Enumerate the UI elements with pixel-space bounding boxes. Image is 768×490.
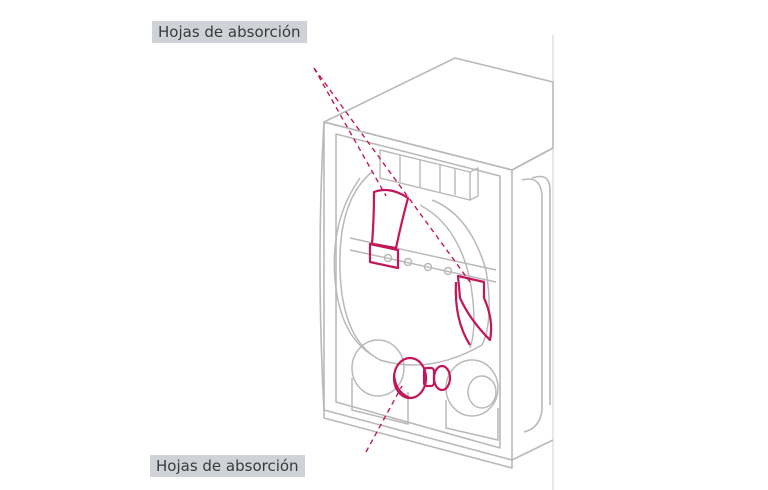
absorption-sheets-highlight [368,188,493,400]
top-vent-box [379,149,479,201]
label-absorption-sheets-top: Hojas de absorción [152,21,307,43]
rollers [351,339,499,441]
pointer-lines [313,67,471,453]
cabinet-outline [319,57,554,469]
drum-outline [333,171,497,366]
label-absorption-sheets-bottom: Hojas de absorción [150,455,305,477]
